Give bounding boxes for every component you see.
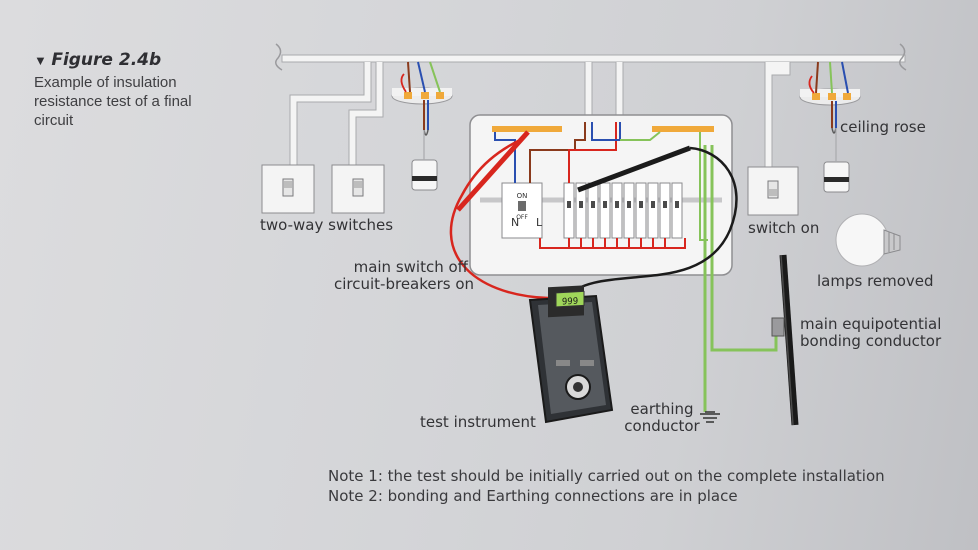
label-bonding-line1: main equipotential xyxy=(800,315,942,333)
label-main-switch-off: main switch off circuit-breakers on xyxy=(334,258,475,293)
label-earthing-line2: conductor xyxy=(624,417,700,435)
two-way-switch-2 xyxy=(331,164,385,214)
circuit-breakers xyxy=(563,182,683,239)
label-main-switch-off-line2: circuit-breakers on xyxy=(334,275,475,293)
meter-display-reading: 999 xyxy=(562,297,578,308)
main-switch-off-text: OFF xyxy=(516,214,528,221)
consumer-unit: ON OFF N L xyxy=(469,114,733,276)
figure-description: Example of insulation resistance test of… xyxy=(34,74,192,129)
live-label: L xyxy=(536,216,543,229)
label-bonding-line2: bonding conductor xyxy=(800,332,942,350)
note-2: Note 2: bonding and Earthing connections… xyxy=(328,487,738,505)
test-leads xyxy=(449,130,738,300)
two-way-switch-1 xyxy=(261,164,315,214)
ceiling-rose-right xyxy=(799,61,861,134)
lampholder-right xyxy=(823,128,850,193)
figure-title-row: ▼ Figure 2.4b xyxy=(34,50,204,70)
label-main-switch-off-line1: main switch off xyxy=(353,258,468,276)
test-instrument: 999 xyxy=(528,285,614,424)
label-switch-on: switch on xyxy=(748,219,820,237)
figure-caption: ▼ Figure 2.4b Example of insulation resi… xyxy=(34,50,204,130)
label-lamps-removed: lamps removed xyxy=(817,272,934,290)
triangle-icon: ▼ xyxy=(34,53,47,68)
earth-wiring xyxy=(700,145,778,423)
lampholder-left xyxy=(411,130,438,191)
label-earthing-conductor: earthing conductor xyxy=(620,401,704,435)
note-1: Note 1: the test should be initially car… xyxy=(328,467,885,485)
label-test-instrument: test instrument xyxy=(420,413,536,431)
ceiling-rose-left xyxy=(391,61,453,136)
figure-title: Figure 2.4b xyxy=(51,50,162,70)
label-bonding-conductor: main equipotential bonding conductor xyxy=(800,316,941,350)
label-two-way-switches: two-way switches xyxy=(260,216,394,234)
earth-symbol-icon xyxy=(700,413,720,423)
main-switch-on-text: ON xyxy=(517,192,528,200)
lamp-bulb xyxy=(835,213,901,267)
neutral-label: N xyxy=(511,216,519,229)
label-earthing-line1: earthing xyxy=(630,400,694,418)
bonding-pipe xyxy=(771,254,799,426)
switch-right xyxy=(747,166,799,216)
label-ceiling-rose: ceiling rose xyxy=(840,118,926,136)
